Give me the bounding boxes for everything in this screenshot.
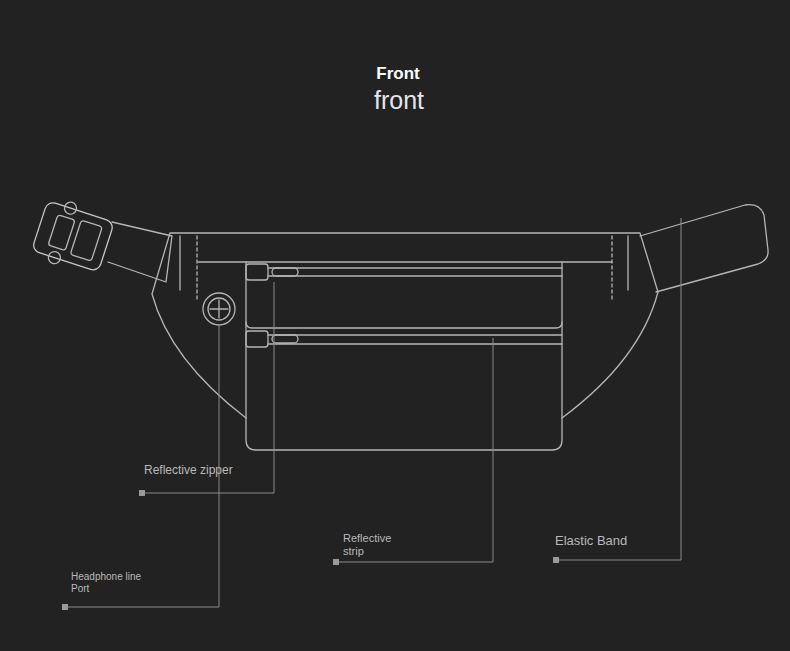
strap: [108, 222, 172, 282]
subtitle: front: [374, 86, 424, 115]
callout-label: Reflective strip: [343, 532, 403, 557]
title: Front: [376, 64, 419, 84]
callout-label: Reflective zipper: [144, 464, 233, 478]
elastic-band: [640, 205, 768, 292]
buckle: [30, 195, 116, 277]
leader-lines: [68, 218, 681, 607]
callout-label: Headphone line Port: [71, 571, 151, 594]
bag-body: [152, 233, 658, 418]
callout-label: Elastic Band: [555, 534, 627, 549]
front-panel: [246, 262, 562, 450]
leader-dots: [62, 490, 559, 610]
